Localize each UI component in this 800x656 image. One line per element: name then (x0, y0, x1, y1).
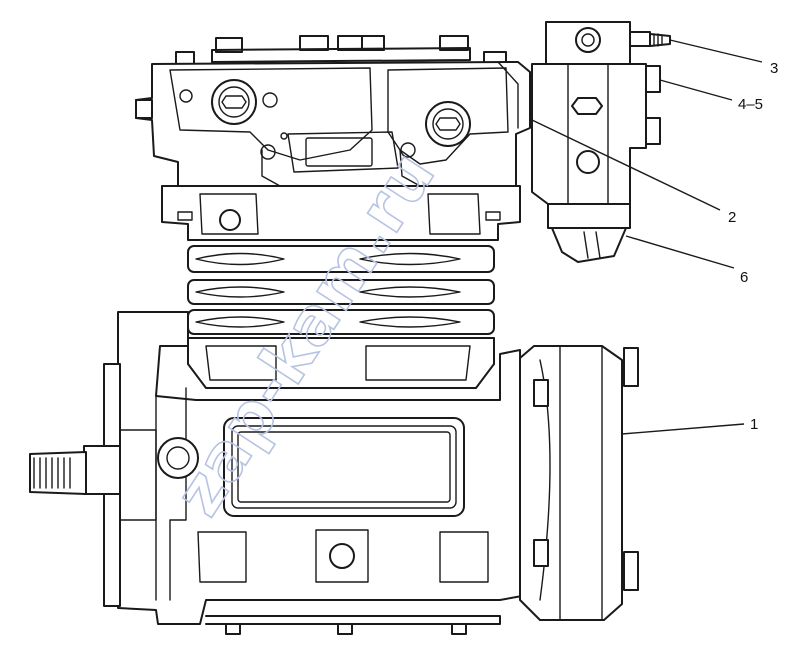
governor-valve (531, 21, 671, 263)
callouts: 3 4–5 2 6 1 (728, 60, 778, 433)
leader-6 (625, 235, 735, 269)
inspection-cover (223, 417, 465, 517)
cylinder-fins (187, 245, 495, 389)
end-cover (519, 345, 639, 621)
leader-3 (669, 39, 763, 63)
callout-6: 6 (740, 269, 748, 286)
callout-4-5: 4–5 (738, 96, 763, 113)
valve-bolt (645, 117, 661, 145)
leader-lines (531, 39, 763, 435)
cylinder-head (135, 35, 531, 187)
valve-bolt (645, 65, 661, 93)
head-bolt (215, 37, 243, 53)
leader-4-5 (659, 79, 733, 101)
head-bolt (439, 35, 469, 51)
crankcase (117, 311, 523, 635)
leader-2 (531, 119, 721, 211)
callout-2: 2 (728, 209, 736, 226)
air-fitting (649, 33, 671, 47)
head-bolt (175, 51, 195, 65)
leader-1 (621, 423, 745, 435)
callout-3: 3 (770, 60, 778, 77)
valve-cap (551, 227, 627, 263)
head-flange (161, 185, 521, 241)
head-bolt (299, 35, 329, 51)
head-bolt (361, 35, 385, 51)
callout-1: 1 (750, 416, 758, 433)
drive-shaft (29, 363, 157, 607)
